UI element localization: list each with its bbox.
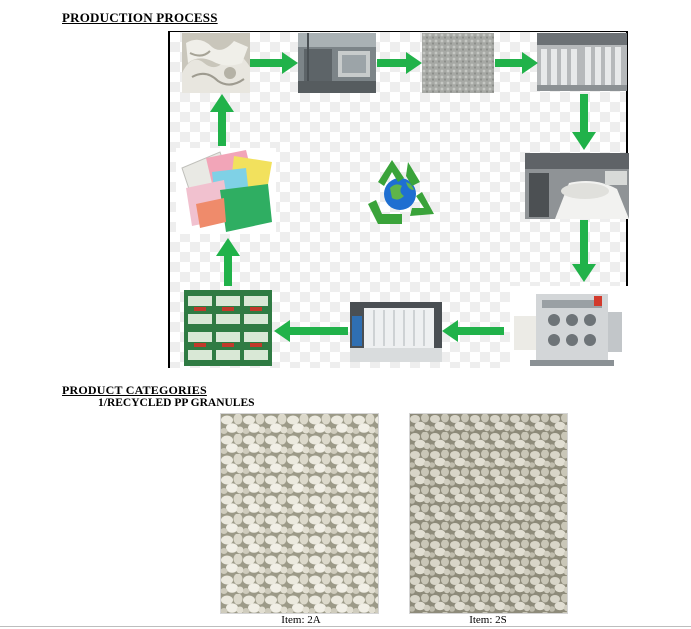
photo-washing-machine: [298, 33, 376, 93]
arrow-left-icon: [442, 320, 504, 342]
photo-colored-bags: [176, 148, 276, 234]
product-caption-2s: Item: 2S: [469, 614, 507, 626]
page-bottom-divider: [0, 626, 691, 627]
photo-weaving-factory: [537, 33, 627, 91]
photo-granules-closeup: [422, 33, 494, 93]
photo-fabric-rolls: [525, 153, 629, 219]
arrow-up-icon: [210, 94, 234, 146]
photo-raw-bags: [182, 33, 250, 93]
arrow-right-icon: [495, 52, 538, 74]
product-categories-heading: PRODUCT CATEGORIES: [62, 383, 207, 397]
product-photo-2s: [409, 413, 568, 614]
arrow-right-icon: [377, 52, 422, 74]
product-caption-2a: Item: 2A: [281, 614, 321, 626]
arrow-left-icon: [274, 320, 348, 342]
category-title-recycled-pp-granules: 1/RECYCLED PP GRANULES: [98, 397, 255, 409]
arrow-down-icon: [572, 220, 596, 282]
recycle-globe-icon: [358, 152, 442, 234]
production-process-diagram: [168, 31, 629, 368]
photo-cutting-machine: [350, 302, 442, 362]
production-process-heading: PRODUCTION PROCESS: [62, 10, 218, 25]
photo-stacked-bags: [184, 290, 272, 366]
product-photo-2a: [220, 413, 379, 614]
arrow-right-icon: [250, 52, 298, 74]
arrow-up-icon: [216, 238, 240, 286]
arrow-down-icon: [572, 94, 596, 150]
photo-printing-machine: [510, 286, 628, 368]
